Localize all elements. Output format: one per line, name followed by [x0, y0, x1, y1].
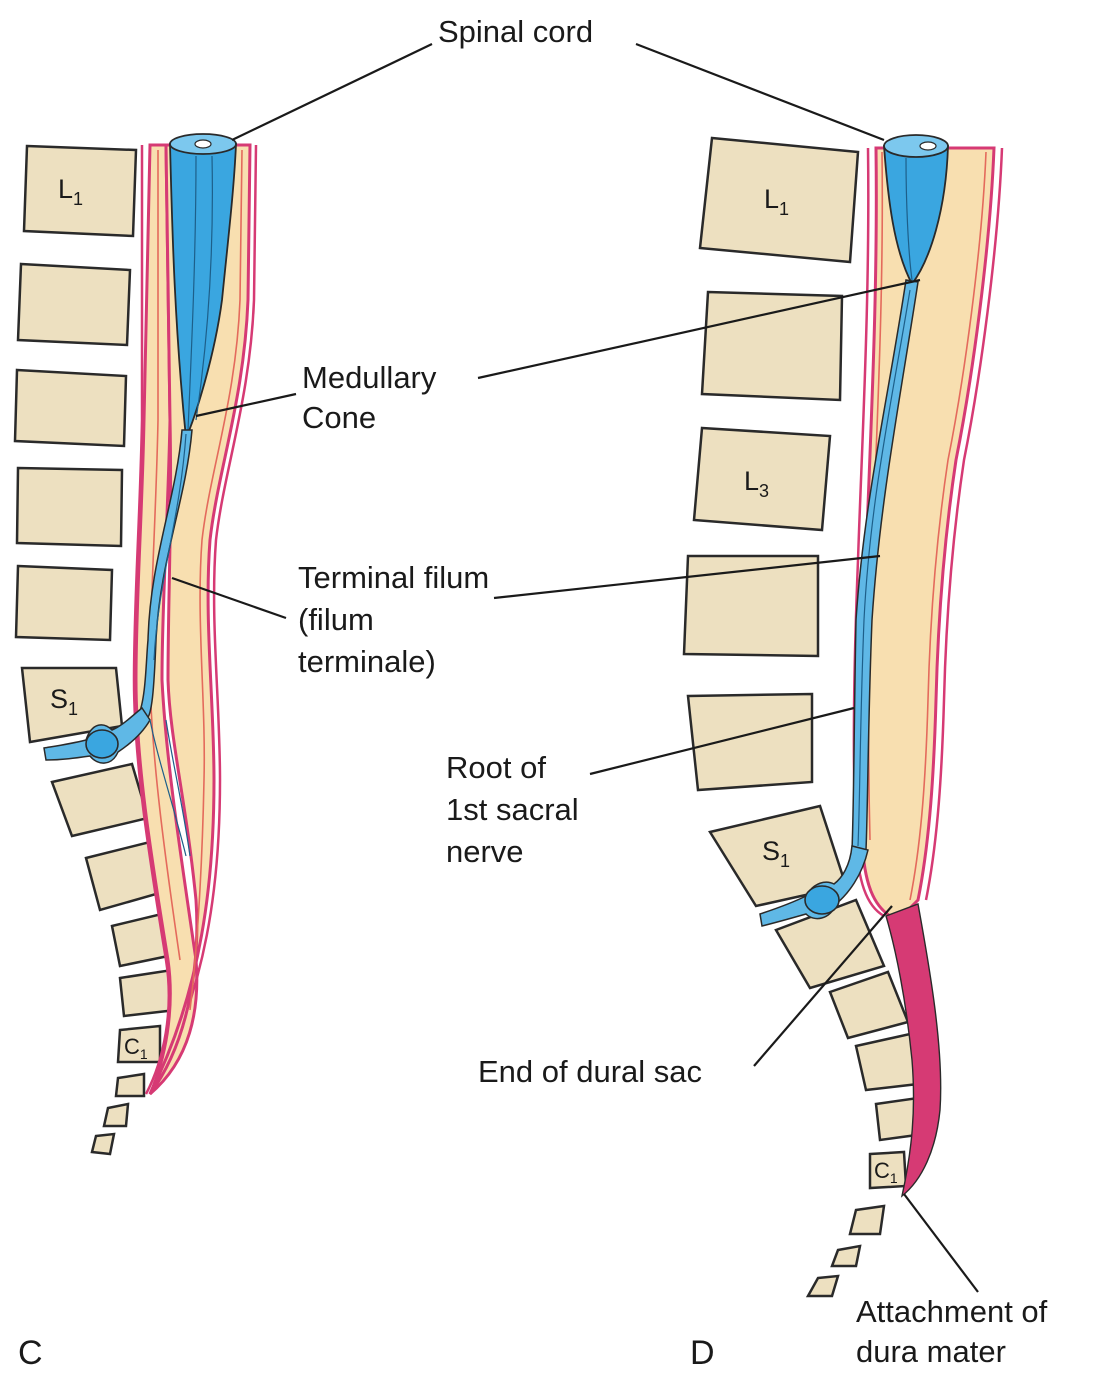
vertebra-d-l5: [686, 692, 814, 792]
label-medullary-line2: Cone: [302, 400, 376, 435]
panel-d: L1 L3 S1 C1 D: [682, 134, 1004, 1372]
cord-top-d: [883, 134, 949, 158]
panel-label-d: D: [690, 1334, 715, 1372]
central-canal-c: [194, 139, 212, 149]
label-medullary-line1: Medullary: [302, 360, 437, 395]
leader-medullary-d: [477, 278, 921, 380]
arachnoid-c-2: [189, 149, 243, 1011]
vertebra-label-c-l1: L1: [58, 174, 83, 209]
dura-inner-c: [148, 144, 258, 1095]
vertebra-label-c-c1: C1: [124, 1034, 148, 1062]
vertebra-d-l2: [700, 290, 844, 402]
vertebral-column-d: [682, 136, 926, 1298]
dura-outer-c: [132, 145, 171, 1095]
leader-terminal-c: [171, 576, 287, 620]
leader-medullary-c: [195, 392, 297, 418]
arachnoid-d-2: [909, 151, 987, 901]
vertebra-c-c4: [90, 1132, 116, 1156]
label-root-line3: nerve: [446, 834, 524, 869]
label-root-line1: Root of: [446, 750, 546, 785]
vertebra-label-d-l1: L1: [764, 184, 789, 219]
vertebra-c-s2: [50, 762, 150, 838]
leader-spinal-cord-d: [635, 42, 885, 142]
vertebra-label-d-c1: C1: [874, 1158, 898, 1186]
label-terminal-line3: terminale): [298, 644, 436, 679]
leader-dural-sac-d: [753, 905, 893, 1067]
annotation-labels: Spinal cord Medullary Cone Terminal filu…: [298, 14, 1048, 1369]
leader-terminal-d: [493, 554, 881, 600]
dural-sac-d: [858, 146, 996, 922]
dura-inner-d: [924, 147, 1004, 901]
vertebra-d-c4: [805, 1274, 840, 1298]
vertebra-d-c3: [830, 1244, 862, 1268]
central-canal-d: [919, 141, 937, 151]
vertebral-column-c: [13, 144, 180, 1156]
vertebra-label-c-s1: S1: [50, 684, 78, 719]
vertebra-label-d-s1: S1: [762, 836, 790, 871]
leader-root-d: [589, 706, 855, 776]
vertebra-c-l1: [22, 144, 138, 238]
vertebra-d-c2: [848, 1204, 886, 1236]
vertebra-d-l3: [692, 426, 832, 532]
label-attachment-line1: Attachment of: [856, 1294, 1048, 1329]
vertebra-d-l1: [698, 136, 860, 264]
panel-label-c: C: [18, 1334, 43, 1372]
vertebra-c-l2: [16, 262, 132, 347]
leader-attachment-d: [903, 1193, 979, 1293]
panel-c: L1 S1 C1 C: [13, 133, 258, 1372]
label-attachment-line2: dura mater: [856, 1334, 1006, 1369]
vertebra-d-l4: [682, 554, 820, 658]
vertebra-c-l5: [14, 564, 114, 642]
label-terminal-line2: (filum: [298, 602, 374, 637]
label-root-line2: 1st sacral: [446, 792, 579, 827]
vertebra-c-l3: [13, 368, 128, 448]
leader-spinal-cord-c: [231, 43, 433, 141]
vertebra-c-c3: [102, 1102, 130, 1128]
label-spinal-cord: Spinal cord: [438, 14, 593, 49]
vertebra-d-s4: [854, 1032, 920, 1092]
leader-lines: [171, 42, 979, 1293]
vertebra-c-c2: [114, 1072, 146, 1098]
label-end-dural-sac: End of dural sac: [478, 1054, 702, 1089]
vertebra-d-s3: [828, 970, 910, 1040]
spinal-cord-c: [169, 143, 237, 442]
filum-externum-d: [885, 903, 942, 1198]
filum-end-c: [149, 719, 187, 857]
label-terminal-line1: Terminal filum: [298, 560, 489, 595]
vertebra-label-d-l3: L3: [744, 466, 769, 501]
vertebra-c-l4: [15, 466, 124, 548]
